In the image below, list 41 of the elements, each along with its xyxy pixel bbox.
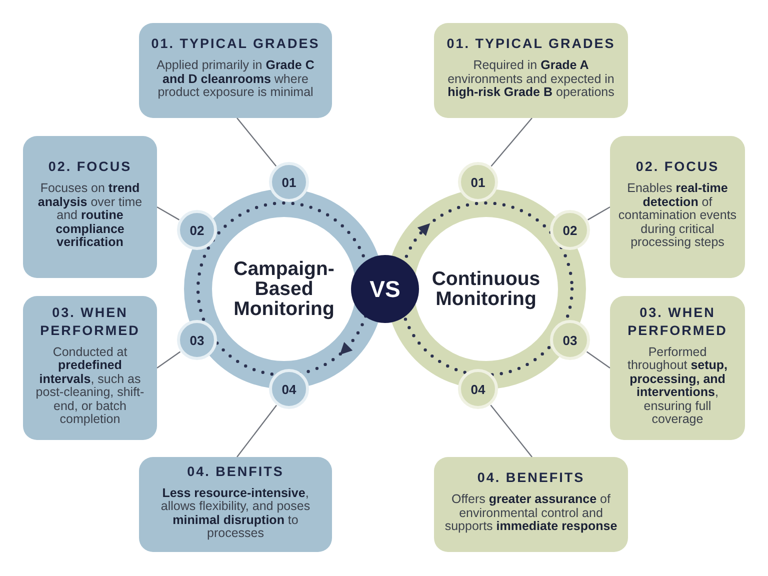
number-badge: 04 [269,369,309,409]
card-text: Required in Grade A environments and expected in high-risk Grade B operations [446,59,616,100]
number-badge: 03 [177,320,217,360]
card-text: Less resource-intensive, allows flexibility, and poses minimal disruption to processes [160,486,312,540]
card-text: Focuses on trend analysis over time and routine compliance verification [36,182,144,250]
card-text: Offers greater assurance of environmental control and supports immediate response [444,493,618,534]
info-card [610,296,745,440]
leader-line [588,206,610,220]
card-text: Performed throughout setup, processing, and interventions, ensuring full coverage [626,346,729,426]
card-text: Enables real-time detection of contamination events during critical processing steps [617,182,738,250]
leader-line [586,351,610,368]
card-heading: 01. TYPICAL GRADES [151,35,320,54]
number-badge: 03 [550,320,590,360]
info-card [434,457,628,552]
card-heading: 03. WHEN PERFORMED [39,304,141,340]
card-heading: 04. BENFITS [187,462,284,480]
card-text: Conducted at predefined intervals, such as post-cleaning, shift-end, or batch completion [34,346,146,426]
number-badge: 04 [458,369,498,409]
number-badge: 02 [550,210,590,250]
leader-line [236,404,277,458]
info-card [434,23,628,118]
info-card [23,296,157,440]
info-card [23,136,157,278]
ring-title: Campaign-Based Monitoring [232,259,336,319]
leader-line [490,404,532,458]
number-badge: 02 [177,210,217,250]
info-card [610,136,745,278]
card-heading: 01. TYPICAL GRADES [446,35,616,54]
info-card [139,23,332,118]
info-card [139,457,332,552]
card-heading: 03. WHEN PERFORMED [626,304,728,340]
card-heading: 02. FOCUS [636,158,720,176]
card-heading: 02. FOCUS [48,158,132,176]
number-badge: 01 [458,162,498,202]
number-badge: 01 [269,162,309,202]
card-heading: 04. BENEFITS [477,469,585,488]
leader-line [156,351,181,368]
card-text: Applied primarily in Grade C and D cleanrooms where product exposure is minimal [156,59,316,100]
leader-line [490,118,532,167]
leader-line [236,118,277,166]
ring-title: Continuous Monitoring [430,269,542,309]
